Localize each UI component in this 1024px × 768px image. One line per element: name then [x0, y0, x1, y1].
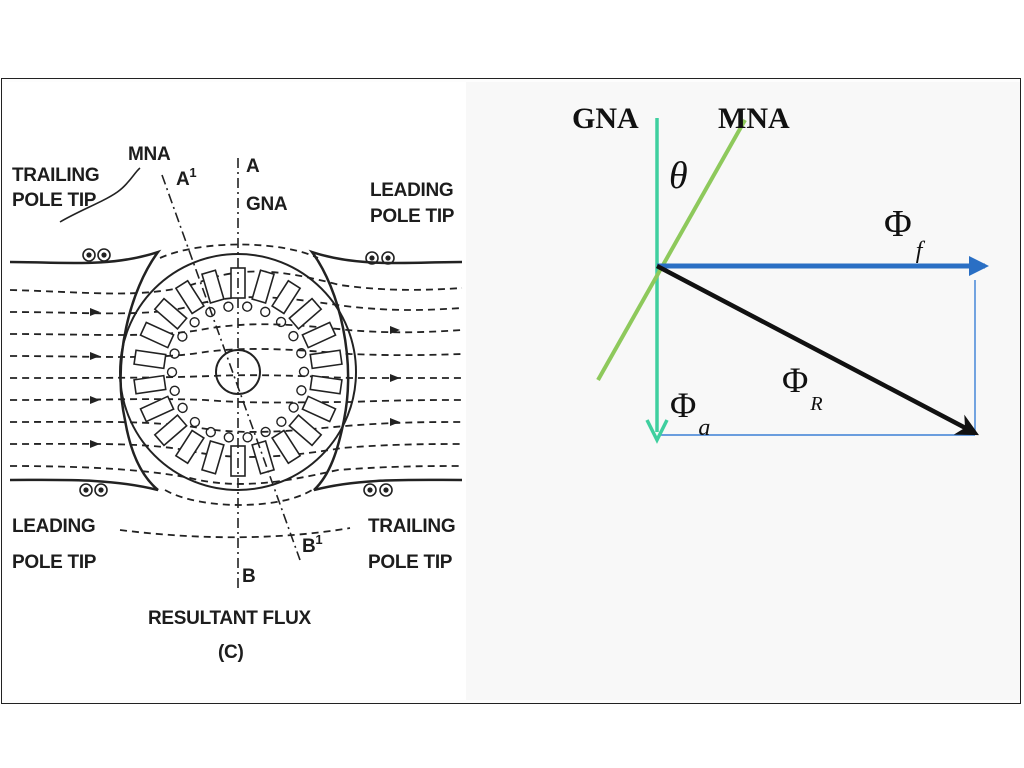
armature-slots: [133, 267, 343, 477]
top-pole-face-right: [308, 249, 463, 492]
conductor-dot: [177, 402, 188, 414]
conductor-dot: [296, 385, 307, 396]
flux-arrows: [90, 308, 400, 448]
phi-a-arrowhead: [645, 419, 669, 444]
conductor-dot: [260, 426, 271, 438]
figure-caption-sub: (C): [218, 642, 243, 663]
conductor-dot: [298, 366, 310, 377]
conductor-dot: [166, 367, 178, 378]
armature-slot: [139, 321, 175, 349]
armature-slot: [200, 440, 225, 475]
trailing-pole-tip-top-line2: POLE TIP: [12, 190, 97, 211]
armature-slot: [200, 269, 225, 304]
figure-caption: RESULTANT FLUX: [148, 608, 312, 629]
conductor-dot: [189, 416, 201, 428]
armature-slot: [133, 374, 167, 395]
mna-axis-line: [161, 174, 301, 561]
trailing-pole-tip-bottom-line2: POLE TIP: [368, 552, 453, 573]
conductor-dot: [275, 316, 287, 328]
leading-pole-tip-bottom-line2: POLE TIP: [12, 552, 97, 573]
leading-pole-tip-top-line2: POLE TIP: [370, 206, 455, 227]
leading-pole-tip-bottom-line1: LEADING: [12, 516, 95, 537]
theta-label: θ: [669, 155, 688, 197]
armature-slot: [133, 349, 167, 370]
top-pole-face-left: [9, 249, 162, 492]
armature-slot: [288, 414, 323, 447]
armature-slot: [153, 297, 188, 330]
conductor-dot: [189, 317, 200, 328]
phi-r-label: ΦR: [782, 360, 823, 415]
armature-slot: [288, 297, 323, 330]
conductor-dot: [276, 416, 287, 427]
gna-label-left: GNA: [246, 194, 288, 215]
gna-label: GNA: [572, 102, 639, 135]
mna-label: MNA: [718, 102, 790, 135]
phasor-diagram-panel: [466, 82, 1020, 700]
conductor-dot: [242, 432, 253, 443]
armature-slot: [271, 429, 302, 465]
armature-slot: [174, 279, 205, 315]
a1-label: A1: [176, 165, 196, 190]
leading-pole-tip-top-line1: LEADING: [370, 180, 453, 201]
armature-slot: [309, 349, 343, 370]
conductor-dot: [241, 301, 253, 312]
trailing-pole-tip-top-line1: TRAILING: [12, 165, 99, 186]
armature-slot: [251, 269, 276, 304]
mna-line: [596, 119, 747, 381]
armature-slot: [153, 414, 188, 447]
b-label: B: [242, 566, 255, 587]
conductor-dot: [169, 385, 180, 396]
conductor-dot: [288, 402, 299, 413]
mna-label-left: MNA: [128, 144, 171, 165]
phi-f-label: Φf: [884, 203, 926, 264]
armature-slot: [309, 374, 343, 395]
conductor-dot: [260, 306, 271, 318]
flux-figure-panel: [4, 82, 466, 700]
armature-slot: [174, 429, 205, 465]
trailing-pole-tip-bottom-line1: TRAILING: [368, 516, 455, 537]
conductor-dot: [205, 426, 216, 438]
conductor-dot: [296, 348, 307, 359]
armature-slot: [271, 279, 302, 315]
trailing-pole-leader: [59, 167, 141, 223]
conductor-symbols: [79, 248, 395, 497]
phi-r-arrow: [655, 264, 979, 436]
conductor-dot: [223, 301, 234, 312]
phi-a-label: Φa: [670, 385, 710, 441]
conductor-dot: [288, 330, 299, 342]
conductor-dot: [177, 331, 188, 342]
conductor-dot: [223, 432, 235, 443]
armature-slot: [301, 321, 337, 349]
a-label: A: [246, 156, 260, 177]
armature-slot: [139, 395, 175, 423]
armature-slot: [301, 395, 337, 423]
b1-label: B1: [302, 532, 322, 557]
conductor-dot: [169, 348, 180, 359]
